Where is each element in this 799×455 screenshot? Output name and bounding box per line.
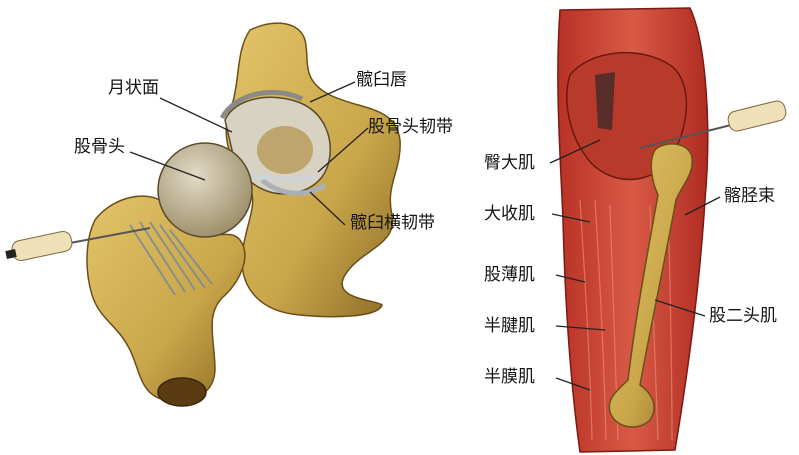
label-iliotibial-tract: 髂胫束 [724, 186, 775, 206]
femur-cut-end [158, 378, 206, 406]
label-gracilis: 股薄肌 [484, 265, 535, 285]
thigh-illustration [558, 8, 788, 452]
gluteal-cut-area [595, 72, 615, 130]
label-ligament-of-head: 股骨头韧带 [368, 117, 453, 137]
acetabular-fossa [257, 126, 313, 174]
label-transverse-ligament: 髋臼横韧带 [350, 213, 435, 233]
hip-joint-illustration [5, 23, 400, 406]
label-biceps-femoris: 股二头肌 [709, 306, 777, 326]
label-lunate-surface: 月状面 [108, 78, 159, 98]
femoral-head [158, 143, 252, 237]
label-femoral-head: 股骨头 [74, 137, 125, 157]
label-acetabular-labrum: 髋臼唇 [356, 70, 407, 90]
label-semimembranosus: 半膜肌 [484, 367, 535, 387]
label-adductor-magnus: 大收肌 [484, 204, 535, 224]
label-gluteus-maximus: 臀大肌 [484, 153, 535, 173]
label-semitendinosus: 半腱肌 [484, 316, 535, 336]
